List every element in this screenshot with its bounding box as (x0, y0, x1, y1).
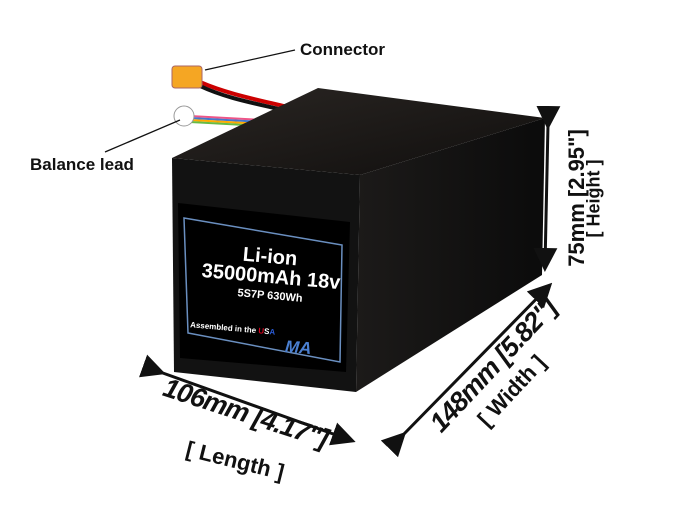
xt-connector (171, 65, 203, 89)
height-name: [ Height ] (583, 159, 604, 238)
connector-callout: Connector (300, 40, 385, 59)
usa-a: A (269, 327, 276, 337)
balance-lead-callout: Balance lead (30, 155, 134, 174)
width-arrow (380, 282, 553, 458)
battery-label (178, 203, 350, 372)
balance-lead-connector (173, 105, 195, 127)
battery-top-face (172, 88, 545, 175)
brand-logo: MA (284, 336, 313, 359)
height-arrow (533, 105, 561, 272)
length-arrow (139, 354, 356, 446)
